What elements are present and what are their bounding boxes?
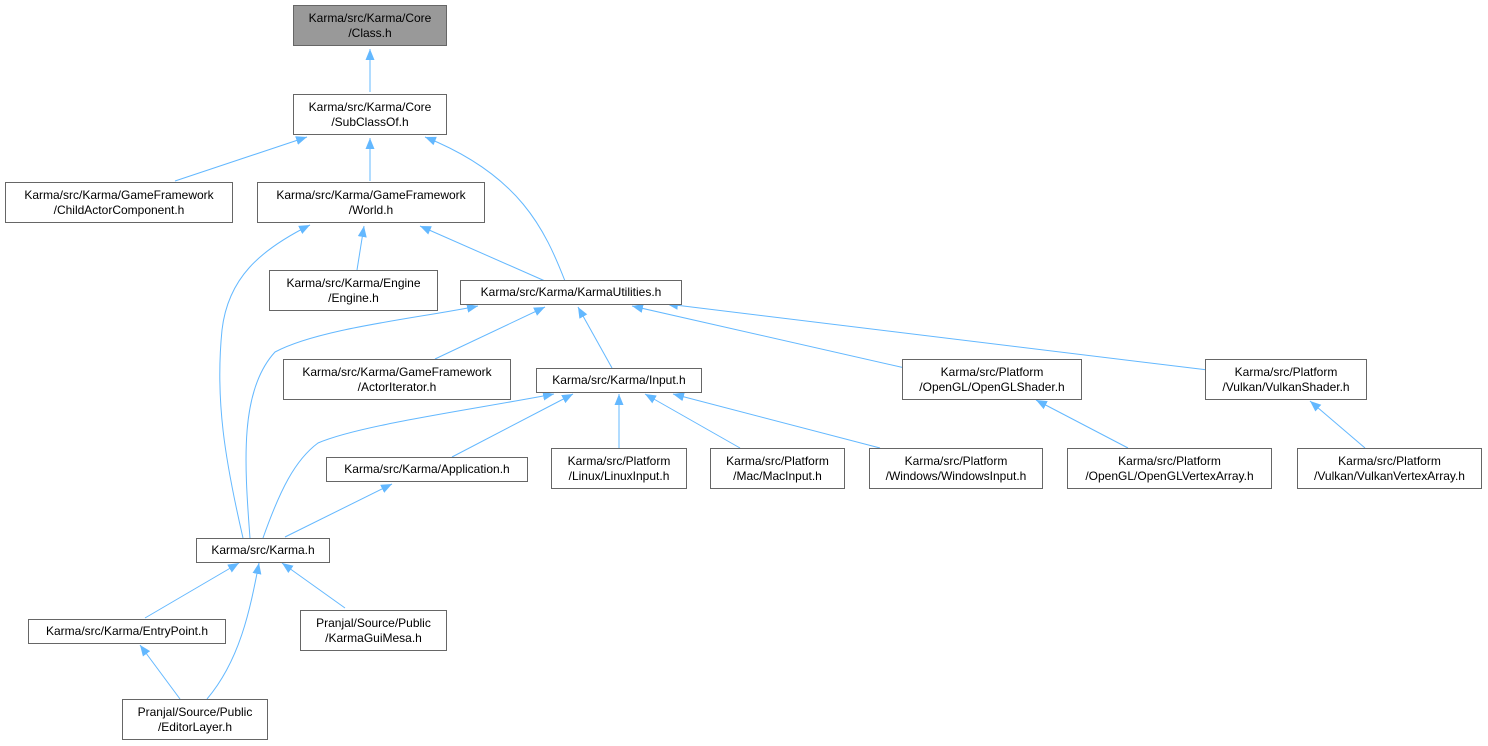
edge-karmaguimesa-to-karmah (281, 562, 346, 609)
node-label-line1: Karma/src/Platform (1234, 364, 1338, 379)
node-label-line1: Karma/src/Platform (567, 453, 671, 468)
node-gameframework-world[interactable]: Karma/src/Karma/GameFramework /World.h (257, 182, 485, 223)
node-label-line1: Karma/src/Platform (940, 364, 1044, 379)
edge-windowsinput-to-input (672, 392, 881, 449)
node-label-line2: /Vulkan/VulkanVertexArray.h (1314, 468, 1465, 483)
node-label-line2: /SubClassOf.h (331, 114, 409, 129)
node-vulkan-vulkanvertexarray[interactable]: Karma/src/Platform /Vulkan/VulkanVertexA… (1297, 448, 1482, 489)
edge-karmautilities-to-subclassof (424, 136, 566, 282)
node-label-line1: Karma/src/Karma/Engine (286, 275, 421, 290)
node-label-line1: Karma/src/Platform (904, 453, 1008, 468)
edge-editorlayer-to-karmah (206, 562, 262, 700)
node-label-line2: /Mac/MacInput.h (733, 468, 822, 483)
node-karma-h[interactable]: Karma/src/Karma.h (196, 538, 330, 563)
node-label-line2: /ActorIterator.h (357, 379, 437, 394)
node-label-line1: Karma/src/Karma.h (211, 543, 315, 557)
node-core-class[interactable]: Karma/src/Karma/Core /Class.h (293, 5, 447, 46)
node-label-line2: /ChildActorComponent.h (53, 202, 185, 217)
node-karmaguimesa[interactable]: Pranjal/Source/Public /KarmaGuiMesa.h (300, 610, 447, 651)
node-entrypoint[interactable]: Karma/src/Karma/EntryPoint.h (28, 619, 226, 644)
node-label-line1: Karma/src/Platform (1338, 453, 1441, 468)
node-gameframework-childactorcomponent[interactable]: Karma/src/Karma/GameFramework /ChildActo… (5, 182, 233, 223)
edge-karmautilities-to-world (419, 225, 546, 282)
node-input[interactable]: Karma/src/Karma/Input.h (536, 368, 702, 393)
node-label-line2: /Linux/LinuxInput.h (568, 468, 670, 483)
edge-childactor-to-subclassof (174, 136, 308, 182)
edge-karmah-to-application (284, 483, 393, 538)
edge-openglvertexarray-to-openglshader (1035, 399, 1129, 449)
node-label-line1: Pranjal/Source/Public (316, 615, 431, 630)
node-linux-linuxinput[interactable]: Karma/src/Platform /Linux/LinuxInput.h (551, 448, 687, 489)
node-label-line1: Karma/src/Karma/Input.h (552, 373, 686, 387)
node-editorlayer[interactable]: Pranjal/Source/Public /EditorLayer.h (122, 699, 268, 740)
node-label-line2: /World.h (348, 202, 394, 217)
edge-input-to-karmautilities (577, 306, 613, 369)
node-label-line1: Karma/src/Platform (1118, 453, 1221, 468)
node-label-line1: Karma/src/Karma/GameFramework (302, 364, 492, 379)
node-label-line2: /EditorLayer.h (157, 719, 233, 734)
edge-vulkanshader-to-karmautilities (666, 300, 1209, 371)
edge-engine-to-world (356, 225, 367, 271)
node-opengl-openglshader[interactable]: Karma/src/Platform /OpenGL/OpenGLShader.… (902, 359, 1082, 400)
node-opengl-openglvertexarray[interactable]: Karma/src/Platform /OpenGL/OpenGLVertexA… (1067, 448, 1272, 489)
node-core-subclassof[interactable]: Karma/src/Karma/Core /SubClassOf.h (293, 94, 447, 135)
edge-macinput-to-input (644, 393, 741, 449)
node-label-line1: Karma/src/Karma/Core (308, 99, 432, 114)
node-label-line1: Karma/src/Karma/Core (308, 10, 432, 25)
node-mac-macinput[interactable]: Karma/src/Platform /Mac/MacInput.h (710, 448, 845, 489)
node-label-line2: /Engine.h (328, 290, 379, 305)
edge-vulkanvertexarray-to-vulkanshader (1309, 400, 1366, 449)
node-label-line2: /Vulkan/VulkanShader.h (1222, 379, 1350, 394)
node-label-line1: Karma/src/Karma/EntryPoint.h (45, 624, 209, 638)
node-label-line2: /Windows/WindowsInput.h (885, 468, 1027, 483)
edge-application-to-input (451, 393, 574, 458)
node-windows-windowsinput[interactable]: Karma/src/Platform /Windows/WindowsInput… (869, 448, 1043, 489)
node-label-line1: Pranjal/Source/Public (137, 704, 253, 719)
node-karmautilities[interactable]: Karma/src/Karma/KarmaUtilities.h (460, 280, 682, 305)
edge-actoriterator-to-karmautilities (434, 306, 546, 360)
node-label-line2: /OpenGL/OpenGLShader.h (919, 379, 1065, 394)
node-label-line1: Karma/src/Karma/GameFramework (276, 187, 466, 202)
edge-karmah-to-karmautilities (245, 303, 479, 539)
node-label-line2: /KarmaGuiMesa.h (325, 630, 422, 645)
node-vulkan-vulkanshader[interactable]: Karma/src/Platform /Vulkan/VulkanShader.… (1205, 359, 1367, 400)
edge-karmah-to-world (219, 224, 311, 539)
edge-karmah-to-input (262, 391, 555, 539)
edge-entrypoint-to-karmah (144, 562, 240, 619)
node-label-line2: /Class.h (348, 25, 392, 40)
node-label-line1: Karma/src/Karma/GameFramework (24, 187, 214, 202)
node-label-line1: Karma/src/Karma/Application.h (344, 462, 510, 476)
node-label-line1: Karma/src/Karma/KarmaUtilities.h (480, 285, 662, 299)
node-label-line1: Karma/src/Platform (726, 453, 829, 468)
node-application[interactable]: Karma/src/Karma/Application.h (326, 457, 528, 482)
node-label-line2: /OpenGL/OpenGLVertexArray.h (1085, 468, 1254, 483)
node-gameframework-actoriterator[interactable]: Karma/src/Karma/GameFramework /ActorIter… (283, 359, 511, 400)
edge-editorlayer-to-entrypoint (139, 644, 181, 700)
node-engine[interactable]: Karma/src/Karma/Engine /Engine.h (269, 270, 438, 311)
edge-openglshader-to-karmautilities (631, 304, 906, 369)
